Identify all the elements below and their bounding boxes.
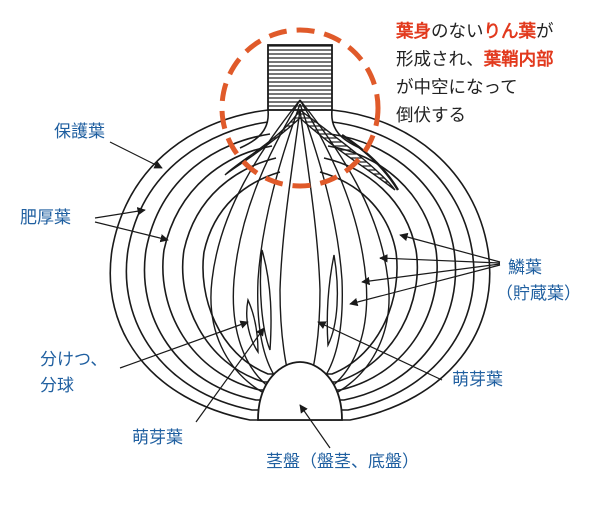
explanation-note: 葉身のないりん葉が 形成され、葉鞘内部 が中空になって 倒伏する — [396, 18, 554, 130]
note-text: 倒伏する — [396, 106, 466, 126]
inner-leaves — [210, 99, 390, 393]
sprouting-leaves — [246, 249, 339, 355]
label-scale-leaf: 鱗葉 — [508, 258, 542, 278]
label-storage-leaf: （貯蔵葉） — [496, 284, 581, 304]
basal-plate — [257, 361, 343, 421]
note-text: が — [536, 22, 554, 42]
note-hl-sheath-interior: 葉鞘内部 — [483, 50, 554, 70]
label-tillering-2: 分球 — [40, 376, 74, 396]
note-text: 形成され、 — [396, 50, 484, 70]
label-thickened-leaf: 肥厚葉 — [20, 208, 71, 228]
label-tillering-1: 分けつ、 — [40, 350, 108, 370]
leader-lines — [94, 141, 501, 449]
label-protective-leaf: 保護葉 — [54, 122, 105, 142]
note-text: が中空になって — [396, 78, 518, 98]
note-hl-scale-leaf: りん葉 — [483, 22, 537, 42]
label-basal-plate: 茎盤（盤茎、底盤） — [266, 452, 419, 472]
note-line-2: 形成され、葉鞘内部 — [396, 46, 554, 74]
note-hl-leaf-blade: 葉身 — [396, 22, 431, 42]
label-sprout-leaf-right: 萌芽葉 — [452, 370, 503, 390]
note-line-1: 葉身のないりん葉が — [396, 18, 554, 46]
note-text: のない — [431, 22, 484, 42]
note-line-3: が中空になって — [396, 74, 554, 102]
callout-circle — [219, 27, 381, 189]
label-sprout-leaf-left: 萌芽葉 — [132, 428, 183, 448]
note-line-4: 倒伏する — [396, 102, 554, 130]
